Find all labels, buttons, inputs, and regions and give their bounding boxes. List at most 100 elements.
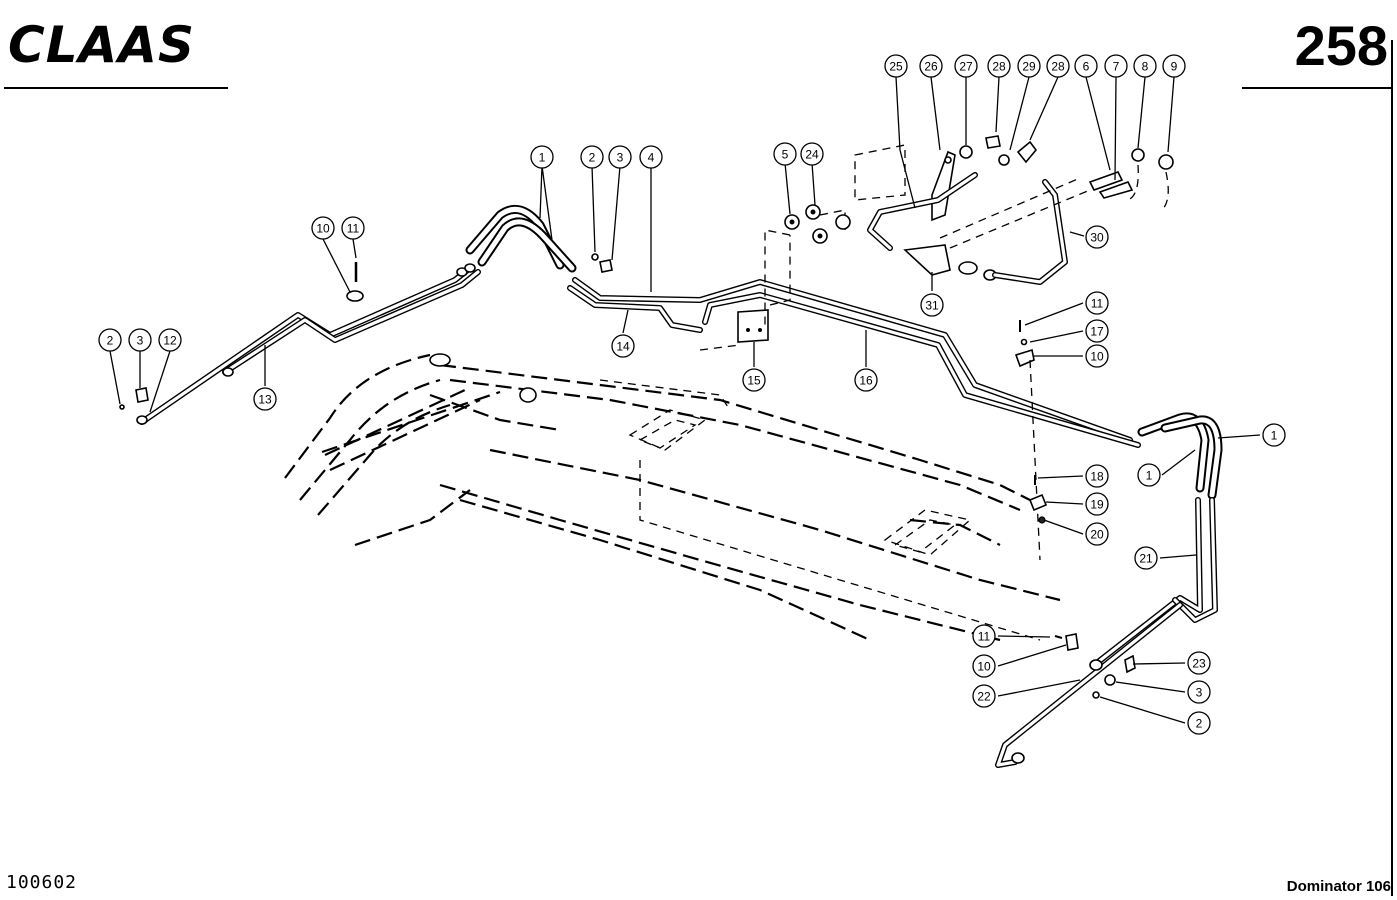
callout-circle (1085, 225, 1109, 249)
callout-2: 2 (1187, 711, 1211, 735)
callout-21: 21 (1134, 546, 1158, 570)
callout-circle (742, 368, 766, 392)
callout-4: 4 (639, 145, 663, 169)
callout-number: 16 (859, 374, 873, 388)
callout-number: 3 (1196, 686, 1203, 700)
header-outline-dashed (284, 353, 1061, 642)
callout-circle (1133, 54, 1157, 78)
callout-circle (1187, 651, 1211, 675)
callout-circle (884, 54, 908, 78)
callout-number: 3 (137, 334, 144, 348)
callout-circle (1137, 463, 1161, 487)
callout-circle (98, 328, 122, 352)
pipe-16 (702, 292, 1141, 448)
callout-circle (611, 334, 635, 358)
callout-circle (341, 216, 365, 240)
callout-11: 11 (972, 624, 996, 648)
callout-number: 9 (1171, 60, 1178, 74)
callout-circle (1017, 54, 1041, 78)
callout-circle (1162, 54, 1186, 78)
pipe-12-left (139, 265, 473, 425)
callout-circle (919, 54, 943, 78)
callout-3: 3 (128, 328, 152, 352)
callout-number: 2 (1196, 717, 1203, 731)
callout-2: 2 (98, 328, 122, 352)
callout-number: 26 (924, 60, 938, 74)
callout-number: 6 (1083, 60, 1090, 74)
callout-number: 15 (747, 374, 761, 388)
callout-circle (1085, 319, 1109, 343)
callout-number: 2 (107, 334, 114, 348)
callout-circle (1074, 54, 1098, 78)
callout-23: 23 (1187, 651, 1211, 675)
callout-number: 29 (1022, 60, 1036, 74)
callout-number: 1 (539, 151, 546, 165)
callout-10: 10 (1085, 344, 1109, 368)
callout-circle (1085, 291, 1109, 315)
brand-name: CLAAS (8, 16, 195, 74)
callout-3: 3 (1187, 680, 1211, 704)
pipe-22 (995, 602, 1183, 768)
callout-9: 9 (1162, 54, 1186, 78)
hose-1-top (465, 204, 577, 273)
callout-25: 25 (884, 54, 908, 78)
callout-circle (854, 368, 878, 392)
callout-6: 6 (1074, 54, 1098, 78)
callout-14: 14 (611, 334, 635, 358)
callout-number: 1 (1271, 429, 1278, 443)
callout-number: 4 (648, 151, 655, 165)
callout-circle (253, 387, 277, 411)
callout-number: 20 (1090, 528, 1104, 542)
callout-circle (1104, 54, 1128, 78)
claas-logo-graphic: CLAAS (8, 16, 195, 74)
callout-1: 1 (530, 145, 554, 169)
claas-logo: CLAAS (6, 14, 230, 74)
callout-20: 20 (1085, 522, 1109, 546)
callout-number: 25 (889, 60, 903, 74)
pipe-4 (572, 277, 1133, 443)
callout-circle (773, 142, 797, 166)
nut-3-left (135, 387, 149, 403)
pipe-13-fitting (222, 367, 234, 377)
callout-circle (530, 145, 554, 169)
nut-3-mid (599, 259, 613, 273)
callout-number: 31 (925, 299, 939, 313)
callout-number: 19 (1090, 498, 1104, 512)
callout-19: 19 (1085, 492, 1109, 516)
callout-10: 10 (972, 654, 996, 678)
callout-number: 22 (977, 690, 991, 704)
callout-circle (1085, 344, 1109, 368)
callout-number: 24 (805, 148, 819, 162)
callout-28: 28 (1046, 54, 1070, 78)
callout-7: 7 (1104, 54, 1128, 78)
callout-11: 11 (341, 216, 365, 240)
callout-1: 1 (1262, 423, 1286, 447)
callout-number: 3 (617, 151, 624, 165)
callout-24: 24 (800, 142, 824, 166)
callout-number: 11 (978, 630, 991, 644)
callout-17: 17 (1085, 319, 1109, 343)
callout-10: 10 (311, 216, 335, 240)
callout-number: 13 (258, 393, 272, 407)
callout-number: 27 (959, 60, 973, 74)
pipe-14 (567, 285, 703, 333)
callout-1: 1 (1137, 463, 1161, 487)
callout-circle (1187, 711, 1211, 735)
right-small-parts (1014, 320, 1136, 699)
callout-16: 16 (854, 368, 878, 392)
callout-28: 28 (987, 54, 1011, 78)
callout-number: 8 (1142, 60, 1149, 74)
clamp-10-11-left (346, 262, 364, 302)
callout-number: 11 (1091, 297, 1104, 311)
pipe-25 (867, 172, 978, 251)
callout-circle (608, 145, 632, 169)
bracket-15 (699, 209, 846, 351)
callout-27: 27 (954, 54, 978, 78)
callout-number: 5 (782, 148, 789, 162)
valve-31 (903, 177, 1091, 285)
washers-5-24 (784, 204, 851, 244)
hose-1-right (1137, 412, 1223, 500)
callout-number: 28 (1051, 60, 1065, 74)
